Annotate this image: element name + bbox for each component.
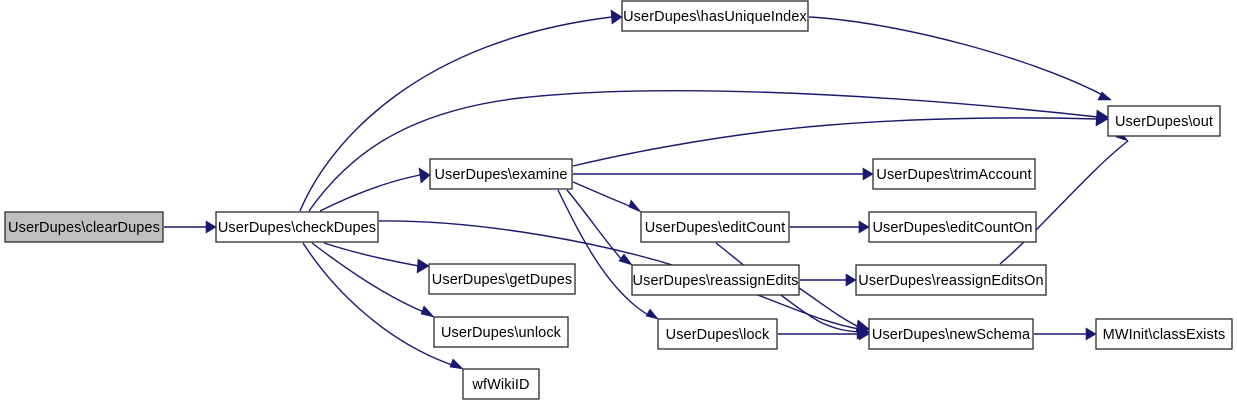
nodes-layer: UserDupes\clearDupes UserDupes\checkDupes… [4, 0, 1233, 400]
node-hasUniqueIndex[interactable]: UserDupes\hasUniqueIndex [621, 0, 809, 32]
node-label-newSchema: UserDupes\newSchema [872, 327, 1031, 343]
node-editCount[interactable]: UserDupes\editCount [640, 211, 790, 243]
node-label-checkDupes: UserDupes\checkDupes [218, 220, 376, 236]
ah-examine-reassignEdits [618, 253, 633, 266]
ah-newSchema-classExists [1085, 327, 1097, 341]
node-box-newSchema[interactable] [868, 318, 1034, 350]
edge-examine-to-reassignEdits [566, 189, 625, 263]
node-label-getDupes: UserDupes\getDupes [432, 272, 572, 288]
ah-reassignEdits-reassignEditsOn [845, 273, 857, 287]
ah-examine-out [1095, 111, 1109, 127]
node-label-trimAccount: UserDupes\trimAccount [876, 167, 1031, 183]
node-label-lock: UserDupes\lock [666, 327, 770, 343]
node-label-clearDupes: UserDupes\clearDupes [8, 220, 160, 236]
node-box-trimAccount[interactable] [872, 158, 1036, 190]
node-box-editCountOn[interactable] [868, 211, 1037, 243]
edge-reassignEditsOn-to-out [999, 140, 1129, 265]
edge-checkDupes-to-unlock [311, 242, 427, 314]
ah-examine-trimAccount [862, 167, 874, 181]
edge-checkDupes-to-wfWikiID [302, 242, 456, 367]
node-examine[interactable]: UserDupes\examine [429, 158, 573, 190]
ah-checkDupes-examine [418, 167, 431, 184]
node-box-getDupes[interactable] [428, 263, 576, 295]
arrowheads-layer [205, 9, 1129, 370]
node-reassignEdits[interactable]: UserDupes\reassignEdits [631, 264, 800, 296]
node-clearDupes[interactable]: UserDupes\clearDupes [4, 211, 164, 243]
edge-reassignEdits-to-newSchema [798, 287, 860, 328]
node-label-editCountOn: UserDupes\editCountOn [872, 220, 1032, 236]
node-label-out: UserDupes\out [1115, 114, 1213, 130]
node-getDupes[interactable]: UserDupes\getDupes [428, 263, 576, 295]
node-label-examine: UserDupes\examine [434, 167, 567, 183]
node-box-examine[interactable] [429, 158, 573, 190]
edge-checkDupes-to-examine [319, 174, 421, 212]
edge-checkDupes-to-hasUniqueIndex [299, 16, 613, 212]
node-label-unlock: UserDupes\unlock [441, 325, 562, 341]
node-classExists[interactable]: MWInit\classExists [1095, 318, 1233, 350]
ah-checkDupes-unlock [420, 305, 435, 318]
node-editCountOn[interactable]: UserDupes\editCountOn [868, 211, 1037, 243]
ah-hasUniqueIndex-out [1097, 91, 1112, 101]
edge-hasUniqueIndex-to-out [808, 16, 1111, 100]
ah-examine-editCount [628, 199, 642, 213]
node-lock[interactable]: UserDupes\lock [657, 318, 778, 350]
node-label-reassignEdits: UserDupes\reassignEdits [633, 273, 799, 289]
node-box-out[interactable] [1107, 105, 1221, 137]
ah-checkDupes-wfWikiID [449, 358, 464, 370]
edge-checkDupes-to-getDupes [323, 242, 420, 267]
node-box-hasUniqueIndex[interactable] [621, 0, 809, 32]
node-wfWikiID[interactable]: wfWikiID [462, 368, 540, 400]
ah-checkDupes-getDupes [416, 258, 430, 274]
node-box-wfWikiID[interactable] [462, 368, 540, 400]
node-reassignEditsOn[interactable]: UserDupes\reassignEditsOn [855, 264, 1047, 296]
node-label-hasUniqueIndex: UserDupes\hasUniqueIndex [623, 9, 807, 25]
node-box-lock[interactable] [657, 318, 778, 350]
node-checkDupes[interactable]: UserDupes\checkDupes [215, 211, 379, 243]
node-box-classExists[interactable] [1095, 318, 1233, 350]
node-box-reassignEditsOn[interactable] [855, 264, 1047, 296]
node-box-unlock[interactable] [433, 316, 569, 348]
edge-examine-to-lock [557, 189, 651, 317]
node-trimAccount[interactable]: UserDupes\trimAccount [872, 158, 1036, 190]
edge-checkDupes-to-out [308, 90, 1099, 212]
node-unlock[interactable]: UserDupes\unlock [433, 316, 569, 348]
ah-lock-newSchema [858, 327, 870, 341]
node-out[interactable]: UserDupes\out [1107, 105, 1221, 137]
edges-layer [164, 16, 1129, 367]
ah-editCount-editCountOn [858, 220, 870, 234]
node-box-checkDupes[interactable] [215, 211, 379, 243]
ah-examine-lock [645, 308, 659, 320]
node-label-classExists: MWInit\classExists [1103, 327, 1226, 343]
node-box-editCount[interactable] [640, 211, 790, 243]
edge-examine-to-editCount [572, 181, 633, 208]
ah-clearDupes-checkDupes [205, 220, 217, 234]
node-label-wfWikiID: wfWikiID [471, 377, 529, 393]
node-label-editCount: UserDupes\editCount [645, 220, 786, 236]
ah-checkDupes-hasUniqueIndex [610, 9, 623, 25]
node-box-clearDupes[interactable] [4, 211, 164, 243]
edge-editCount-to-newSchema [715, 242, 860, 333]
node-newSchema[interactable]: UserDupes\newSchema [868, 318, 1034, 350]
node-box-reassignEdits[interactable] [631, 264, 800, 296]
edge-examine-to-out [572, 117, 1099, 167]
node-label-reassignEditsOn: UserDupes\reassignEditsOn [858, 273, 1043, 289]
